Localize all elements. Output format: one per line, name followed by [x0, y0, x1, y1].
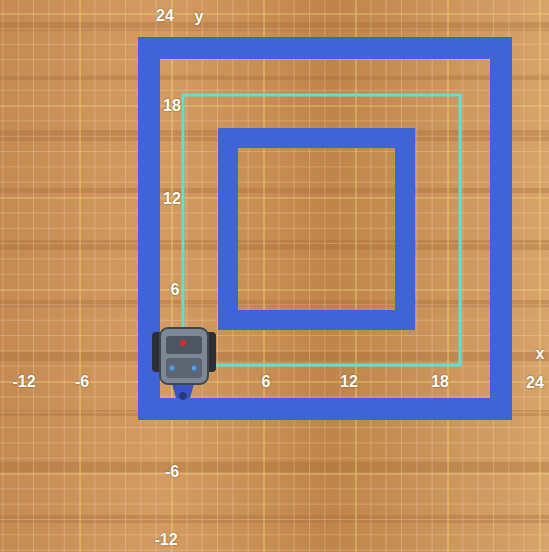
axis-number: 6	[262, 373, 271, 391]
axis-number: -12	[154, 531, 177, 549]
axis-number: 24	[526, 374, 544, 392]
axis-number: 6	[171, 281, 180, 299]
axis-number: -6	[75, 373, 89, 391]
axis-number: 18	[431, 373, 449, 391]
axis-number: -12	[12, 373, 35, 391]
axis-number: 12	[340, 373, 358, 391]
axis-number: -6	[165, 463, 179, 481]
axis-number: 18	[163, 97, 181, 115]
robot-icon	[152, 328, 216, 400]
axis-name: x	[536, 345, 545, 363]
axis-name: y	[195, 8, 204, 26]
axis-number: 24	[156, 7, 174, 25]
axis-number: 12	[163, 190, 181, 208]
